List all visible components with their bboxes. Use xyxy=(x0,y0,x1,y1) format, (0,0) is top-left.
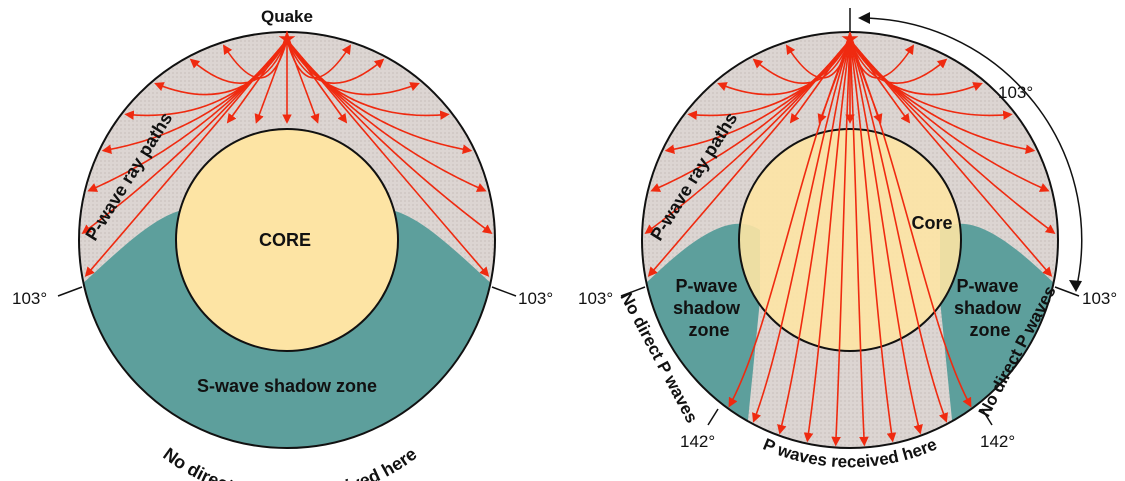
left-ray-paths xyxy=(81,39,493,277)
right-142-tick-left xyxy=(707,408,719,426)
right-ray xyxy=(717,39,851,96)
right-earth: ★ P-wave ray paths Core P-wave shadow zo… xyxy=(578,8,1117,471)
left-ray xyxy=(154,39,288,96)
left-ray xyxy=(286,39,420,96)
right-ray xyxy=(849,39,911,124)
right-shadow-left-label: P-wave shadow zone xyxy=(673,276,745,340)
right-103-tick-left xyxy=(620,286,646,297)
right-ray xyxy=(664,39,851,155)
left-quake-label: Quake xyxy=(261,7,313,26)
right-core-ray xyxy=(849,39,948,423)
right-core-ray xyxy=(849,39,972,408)
left-ray xyxy=(286,39,348,124)
left-core-label: CORE xyxy=(259,230,311,250)
right-core-ray xyxy=(752,39,851,423)
left-ray xyxy=(254,39,288,124)
left-ray xyxy=(189,39,288,84)
right-core-ray xyxy=(728,39,851,408)
left-ray xyxy=(101,39,288,155)
left-bottom-label: No direct S waves received here xyxy=(160,444,421,481)
right-p-shadow-left xyxy=(642,223,760,430)
left-angle-left: 103° xyxy=(12,289,47,308)
right-p-shadow-right xyxy=(940,223,1058,430)
right-shadow-right-label: P-wave shadow zone xyxy=(954,276,1026,340)
right-142-tick-right xyxy=(981,408,993,426)
left-shadow-label: S-wave shadow zone xyxy=(197,376,377,396)
left-earth: ★ Quake P-wave ray paths CORE S-wave sha… xyxy=(12,7,553,481)
left-quake-star-icon: ★ xyxy=(277,26,297,51)
right-ray xyxy=(849,39,1053,277)
right-core-ray xyxy=(849,39,869,447)
right-core-ray xyxy=(849,39,897,443)
right-arc-arrowhead-top xyxy=(858,12,870,24)
right-ray-paths xyxy=(644,39,1056,277)
left-103-tick-left xyxy=(57,286,83,297)
left-core xyxy=(175,128,399,352)
left-103-tick-right xyxy=(491,286,517,297)
right-angle-103-right: 103° xyxy=(1082,289,1117,308)
right-ray xyxy=(849,39,983,96)
right-angle-142-left: 142° xyxy=(680,432,715,451)
right-core xyxy=(738,128,962,352)
right-angle-103-arc: 103° xyxy=(998,83,1033,102)
right-quake-star-icon: ★ xyxy=(840,26,860,51)
right-ray xyxy=(752,39,851,84)
right-103-arc-arrow xyxy=(861,17,1083,291)
left-ray xyxy=(286,39,490,277)
right-angle-103-left: 103° xyxy=(578,289,613,308)
left-ray xyxy=(286,39,320,124)
right-core-ray-paths xyxy=(728,39,972,447)
right-arc-arrowhead-bottom xyxy=(1069,280,1082,292)
right-angle-142-right: 142° xyxy=(980,432,1015,451)
right-core-ray xyxy=(831,39,851,447)
right-core-ray xyxy=(849,39,923,435)
right-ray xyxy=(789,39,851,124)
right-core-ray xyxy=(803,39,851,443)
left-angle-right: 103° xyxy=(518,289,553,308)
right-103-tick-right xyxy=(1054,286,1080,297)
right-core-ray xyxy=(777,39,851,435)
left-earth-outline xyxy=(78,31,496,449)
right-core-label: Core xyxy=(911,213,952,233)
left-ray xyxy=(226,39,288,124)
